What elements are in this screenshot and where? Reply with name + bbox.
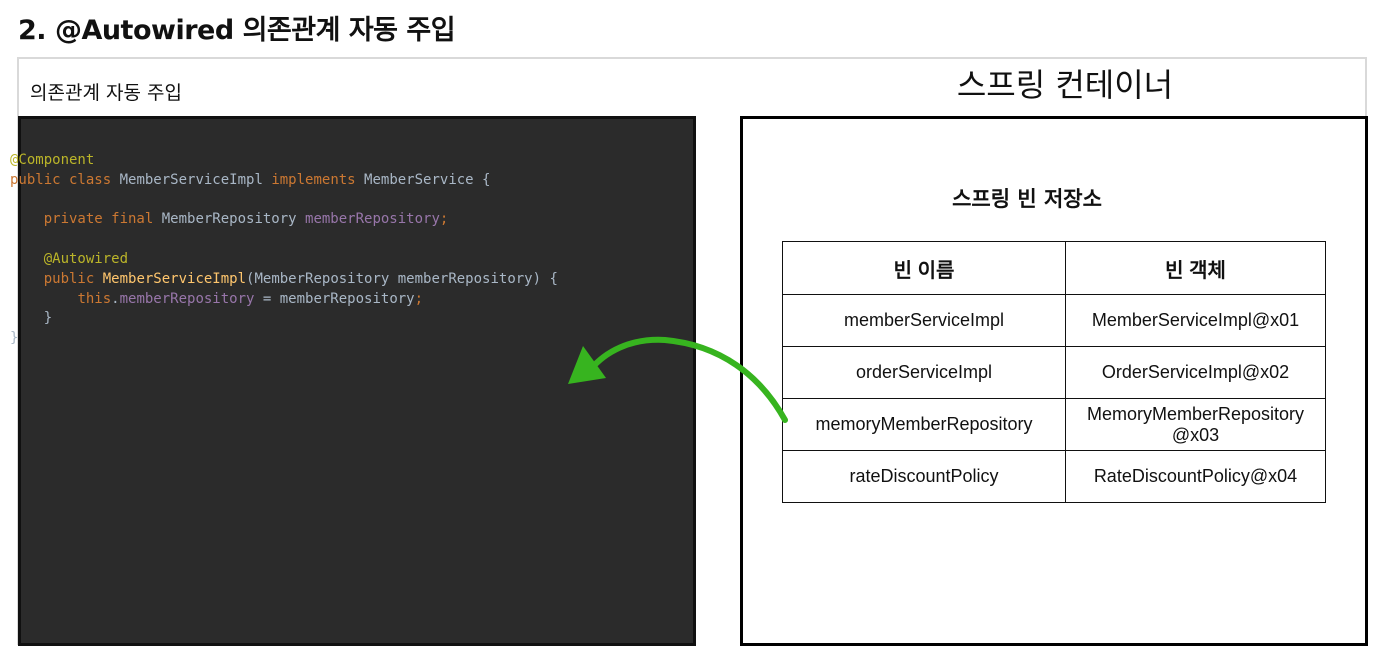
bean-name-cell: memberServiceImpl — [782, 294, 1066, 347]
injection-arrow-head — [568, 346, 606, 384]
code-block: @Component public class MemberServiceImp… — [10, 151, 558, 349]
private-final-keyword: private final — [43, 211, 154, 228]
constructor-close-brace: } — [10, 310, 53, 327]
table-row: rateDiscountPolicy RateDiscountPolicy@x0… — [782, 450, 1326, 503]
field-type: MemberRepository — [153, 211, 306, 228]
bean-object-cell: MemoryMemberRepository @x03 — [1065, 398, 1326, 451]
bean-object-cell: MemberServiceImpl@x01 — [1065, 294, 1326, 347]
component-annotation: @Component — [10, 152, 95, 168]
bean-object-cell: RateDiscountPolicy@x04 — [1065, 450, 1326, 503]
bean-name-cell: memoryMemberRepository — [782, 398, 1066, 451]
field-semicolon: ; — [439, 211, 449, 228]
bean-name-cell: rateDiscountPolicy — [782, 450, 1066, 503]
constructor-name: MemberServiceImpl — [102, 270, 247, 287]
class-name: MemberServiceImpl — [111, 171, 272, 188]
public-keyword: public — [43, 270, 95, 287]
table-header-row: 빈 이름 빈 객체 — [782, 241, 1326, 295]
class-keyword: public class — [10, 171, 112, 188]
class-close-brace: } — [10, 330, 19, 347]
bean-table: 빈 이름 빈 객체 memberServiceImpl MemberServic… — [782, 241, 1326, 503]
interface-name: MemberService { — [355, 171, 491, 188]
injection-arrow-shaft — [587, 336, 788, 423]
bean-name-header: 빈 이름 — [782, 241, 1066, 295]
table-row: memberServiceImpl MemberServiceImpl@x01 — [782, 294, 1326, 347]
implements-keyword: implements — [271, 171, 356, 188]
autowired-annotation: @Autowired — [43, 250, 129, 267]
bean-object-cell: OrderServiceImpl@x02 — [1065, 346, 1326, 399]
field-name: memberRepository — [305, 211, 440, 228]
bean-object-header: 빈 객체 — [1065, 241, 1326, 295]
constructor-params: (MemberRepository memberRepository) { — [246, 270, 558, 287]
assigned-field: memberRepository — [119, 290, 255, 307]
this-keyword: this — [77, 290, 112, 307]
bean-name-cell: orderServiceImpl — [782, 346, 1066, 399]
assignment-semicolon: ; — [414, 290, 424, 307]
assignment: = memberRepository — [254, 290, 415, 307]
table-row: memoryMemberRepository MemoryMemberRepos… — [782, 398, 1326, 451]
left-panel-title: 의존관계 자동 주입 — [30, 82, 182, 104]
bean-repository-title: 스프링 빈 저장소 — [952, 187, 1102, 211]
spring-container-title: 스프링 컨테이너 — [956, 66, 1174, 104]
page-heading: 2. @Autowired 의존관계 자동 주입 — [18, 15, 456, 46]
member-dot: . — [111, 290, 120, 307]
table-row: orderServiceImpl OrderServiceImpl@x02 — [782, 346, 1326, 399]
